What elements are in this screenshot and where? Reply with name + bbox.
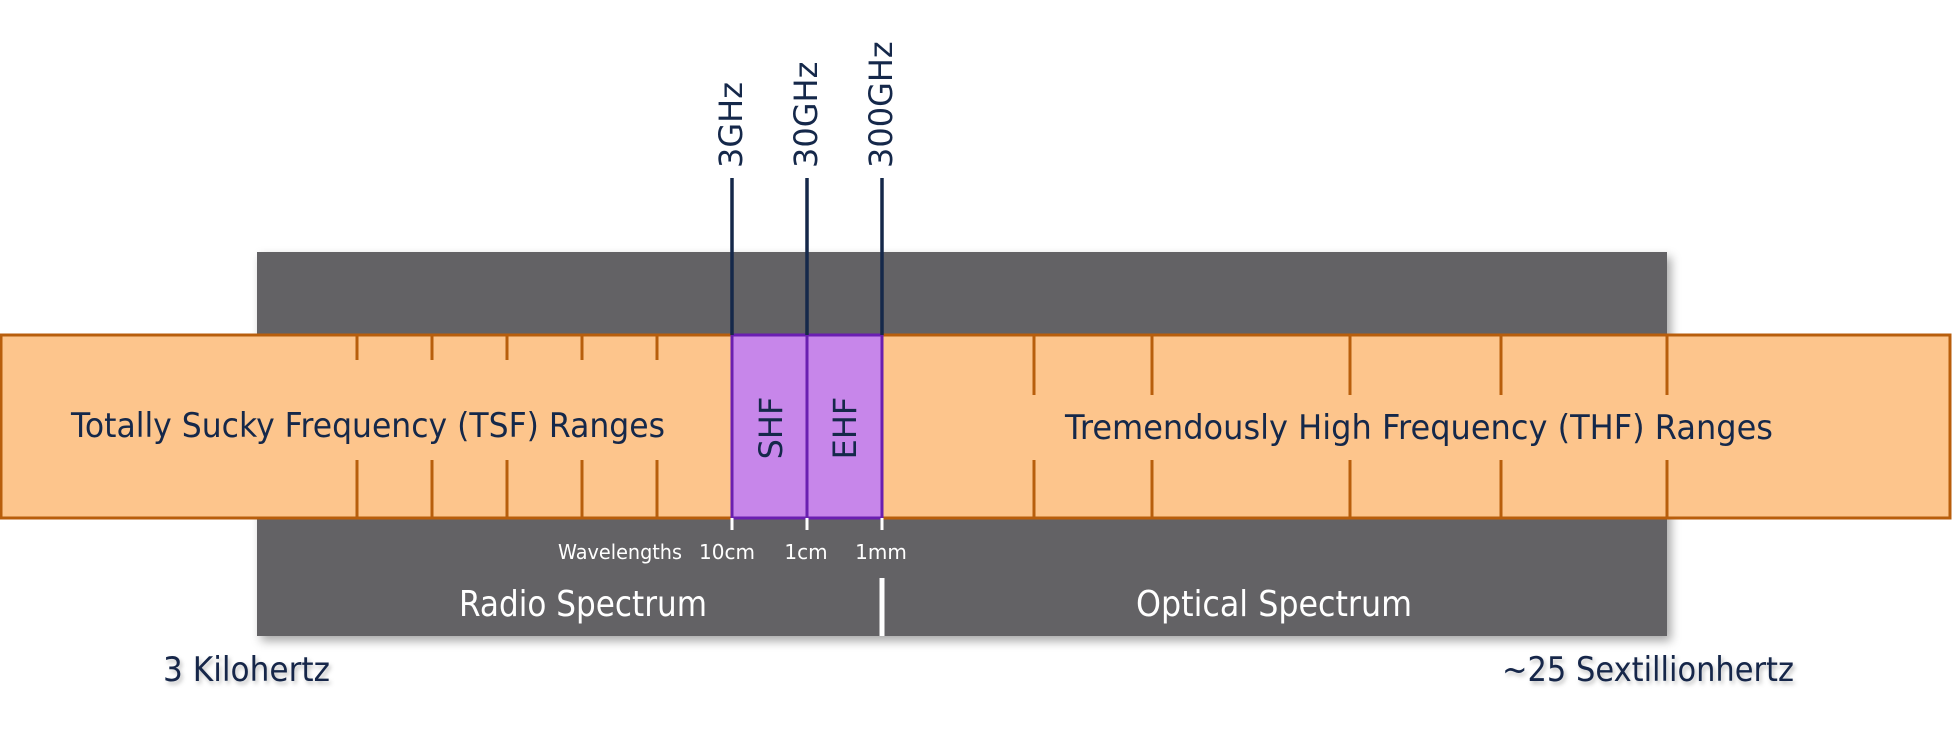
radio-spectrum-label: Radio Spectrum — [459, 584, 707, 625]
thf-range-label: Tremendously High Frequency (THF) Ranges — [1064, 408, 1773, 448]
wavelength-1mm-label: 1mm — [855, 540, 907, 564]
wavelength-1cm-label: 1cm — [784, 540, 827, 564]
wavelengths-caption: Wavelengths — [558, 540, 682, 564]
wavelength-ticks — [730, 518, 884, 530]
high-end-label: ~25 Sextillionhertz — [1502, 650, 1794, 690]
marker-3ghz-label: 3GHz — [712, 82, 750, 168]
marker-30ghz-label: 30GHz — [787, 62, 825, 168]
ehf-band — [805, 333, 884, 520]
ehf-label: EHF — [826, 397, 864, 460]
frequency-band — [0, 333, 1952, 520]
shf-band — [730, 333, 809, 520]
wavelength-10cm-label: 10cm — [699, 540, 755, 564]
tsf-tick-marks — [355, 335, 659, 518]
frequency-markers — [730, 178, 884, 335]
thf-tick-marks — [1032, 335, 1669, 518]
low-end-label: 3 Kilohertz — [163, 650, 330, 690]
tsf-range-label: Totally Sucky Frequency (TSF) Ranges — [70, 406, 665, 446]
shf-label: SHF — [752, 397, 790, 460]
optical-spectrum-label: Optical Spectrum — [1136, 584, 1412, 625]
marker-300ghz-label: 300GHz — [862, 41, 900, 168]
